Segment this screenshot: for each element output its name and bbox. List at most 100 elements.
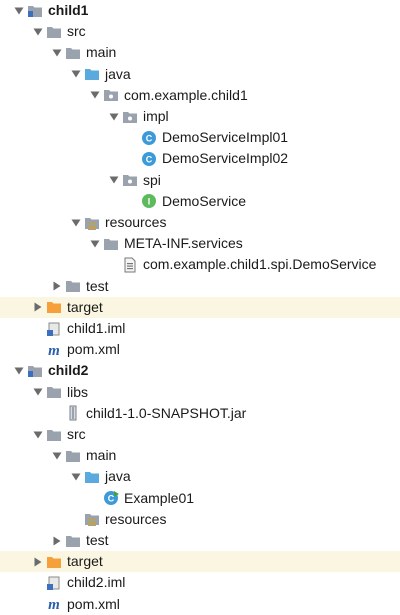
tree-item-label: pom.xml bbox=[67, 595, 120, 612]
expanded-arrow-icon[interactable] bbox=[31, 428, 45, 442]
tree-row-src[interactable]: src bbox=[0, 424, 400, 445]
tree-row-test[interactable]: test bbox=[0, 276, 400, 297]
svg-text:m: m bbox=[48, 597, 60, 612]
tree-item-label: META-INF.services bbox=[124, 235, 243, 252]
tree-row-child2[interactable]: child2 bbox=[0, 360, 400, 381]
tree-row-example01[interactable]: C Example01 bbox=[0, 488, 400, 509]
tree-row-test[interactable]: test bbox=[0, 530, 400, 551]
expanded-arrow-icon[interactable] bbox=[107, 173, 121, 187]
no-arrow-spacer bbox=[31, 322, 45, 336]
tree-row-target[interactable]: target bbox=[0, 296, 400, 318]
folder-icon bbox=[45, 384, 63, 400]
source-root-folder-icon bbox=[83, 66, 101, 82]
svg-text:C: C bbox=[146, 133, 153, 143]
tree-row-resources[interactable]: resources bbox=[0, 212, 400, 233]
tree-item-label: child1.iml bbox=[67, 320, 126, 336]
no-arrow-spacer bbox=[31, 343, 45, 357]
tree-row-impl[interactable]: impl bbox=[0, 106, 400, 127]
tree-item-label: target bbox=[67, 298, 103, 315]
tree-row-child2-iml[interactable]: child2.iml bbox=[0, 572, 400, 593]
expanded-arrow-icon[interactable] bbox=[69, 67, 83, 81]
folder-icon bbox=[64, 448, 82, 464]
folder-icon bbox=[102, 236, 120, 252]
tree-item-label: child1-1.0-SNAPSHOT.jar bbox=[86, 404, 247, 421]
interface-icon: I bbox=[140, 193, 158, 209]
no-arrow-spacer bbox=[31, 597, 45, 611]
svg-text:C: C bbox=[108, 494, 115, 504]
svg-text:m: m bbox=[48, 343, 60, 358]
tree-row-src[interactable]: src bbox=[0, 21, 400, 42]
no-arrow-spacer bbox=[50, 406, 64, 420]
folder-icon bbox=[64, 533, 82, 549]
tree-row-main[interactable]: main bbox=[0, 445, 400, 466]
no-arrow-spacer bbox=[31, 576, 45, 590]
tree-row-child1[interactable]: child1 bbox=[0, 0, 400, 21]
tree-row-java[interactable]: java bbox=[0, 466, 400, 487]
tree-item-label: child2.iml bbox=[67, 574, 126, 591]
collapsed-arrow-icon[interactable] bbox=[50, 534, 64, 548]
tree-item-label: Example01 bbox=[124, 489, 195, 506]
no-arrow-spacer bbox=[126, 131, 140, 145]
package-icon bbox=[121, 172, 139, 188]
no-arrow-spacer bbox=[107, 258, 121, 272]
tree-item-label: test bbox=[86, 277, 109, 294]
tree-row-com-example-child1[interactable]: com.example.child1 bbox=[0, 85, 400, 106]
tree-row-pom-xml[interactable]: m pom.xml bbox=[0, 594, 400, 615]
excluded-folder-icon bbox=[45, 299, 63, 315]
tree-item-label: DemoServiceImpl02 bbox=[162, 150, 289, 167]
expanded-arrow-icon[interactable] bbox=[50, 46, 64, 60]
folder-icon bbox=[64, 45, 82, 61]
expanded-arrow-icon[interactable] bbox=[31, 385, 45, 399]
class-icon: C bbox=[140, 151, 158, 167]
tree-row-main[interactable]: main bbox=[0, 42, 400, 63]
expanded-arrow-icon[interactable] bbox=[69, 470, 83, 484]
tree-row-child1-1-0-snapshot-jar[interactable]: child1-1.0-SNAPSHOT.jar bbox=[0, 403, 400, 424]
no-arrow-spacer bbox=[126, 152, 140, 166]
tree-row-target[interactable]: target bbox=[0, 551, 400, 573]
module-folder-icon bbox=[26, 363, 44, 379]
tree-item-label: libs bbox=[67, 383, 89, 400]
tree-row-resources[interactable]: resources bbox=[0, 509, 400, 530]
collapsed-arrow-icon[interactable] bbox=[31, 555, 45, 569]
tree-item-label: resources bbox=[105, 214, 167, 230]
collapsed-arrow-icon[interactable] bbox=[50, 279, 64, 293]
expanded-arrow-icon[interactable] bbox=[107, 110, 121, 124]
tree-item-label: com.example.child1 bbox=[124, 86, 248, 103]
expanded-arrow-icon[interactable] bbox=[50, 449, 64, 463]
tree-row-meta-inf-services[interactable]: META-INF.services bbox=[0, 233, 400, 254]
tree-row-libs[interactable]: libs bbox=[0, 382, 400, 403]
expanded-arrow-icon[interactable] bbox=[88, 88, 102, 102]
expanded-arrow-icon[interactable] bbox=[31, 25, 45, 39]
package-icon bbox=[102, 87, 120, 103]
tree-item-label: spi bbox=[143, 171, 161, 188]
tree-item-label: main bbox=[86, 44, 117, 61]
expanded-arrow-icon[interactable] bbox=[12, 4, 26, 18]
expanded-arrow-icon[interactable] bbox=[12, 364, 26, 378]
tree-item-label: resources bbox=[105, 510, 167, 527]
tree-row-spi[interactable]: spi bbox=[0, 170, 400, 191]
tree-row-child1-iml[interactable]: child1.iml bbox=[0, 318, 400, 339]
expanded-arrow-icon[interactable] bbox=[88, 237, 102, 251]
tree-row-com-example-child1-spi-demoservice[interactable]: com.example.child1.spi.DemoService bbox=[0, 254, 400, 275]
no-arrow-spacer bbox=[88, 491, 102, 505]
folder-icon bbox=[45, 427, 63, 443]
svg-text:I: I bbox=[148, 197, 151, 207]
tree-item-label: src bbox=[67, 426, 86, 442]
source-root-folder-icon bbox=[83, 469, 101, 485]
expanded-arrow-icon[interactable] bbox=[69, 216, 83, 230]
tree-item-label: java bbox=[105, 65, 131, 82]
iml-file-icon bbox=[45, 321, 63, 337]
no-arrow-spacer bbox=[126, 194, 140, 208]
collapsed-arrow-icon[interactable] bbox=[31, 300, 45, 314]
jar-file-icon bbox=[64, 405, 82, 421]
tree-item-label: child2 bbox=[48, 362, 89, 379]
class-icon: C bbox=[140, 130, 158, 146]
tree-row-java[interactable]: java bbox=[0, 64, 400, 85]
module-folder-icon bbox=[26, 3, 44, 19]
tree-item-label: impl bbox=[143, 108, 169, 124]
